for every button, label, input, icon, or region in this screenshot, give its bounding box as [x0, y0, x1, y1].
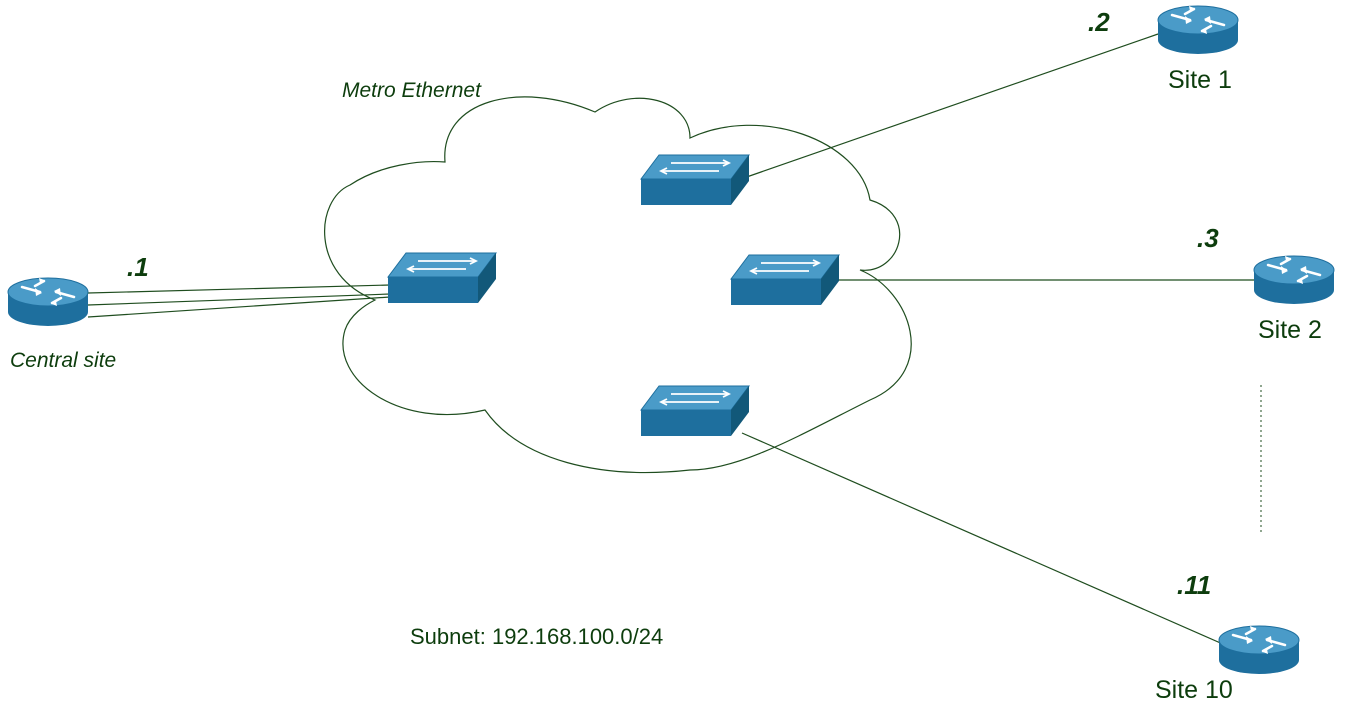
cloud-label: Metro Ethernet — [342, 79, 481, 102]
link-central-2 — [87, 293, 391, 306]
site2-label: Site 2 — [1258, 316, 1322, 344]
site10-label: Site 10 — [1155, 676, 1233, 704]
switch-icon-top — [640, 154, 750, 206]
switch-icon-left — [387, 252, 497, 304]
site1-label: Site 1 — [1168, 66, 1232, 94]
link-site1 — [737, 33, 1159, 181]
switch-icon-bottom — [640, 385, 750, 437]
central-address: .1 — [127, 252, 149, 282]
site1-address: .2 — [1088, 7, 1110, 37]
metro-ethernet-cloud — [324, 96, 912, 474]
central-site-label: Central site — [10, 349, 117, 372]
link-site10 — [741, 432, 1226, 646]
link-central-3 — [87, 296, 391, 318]
router-icon-central — [6, 276, 90, 328]
site10-address: .11 — [1177, 570, 1212, 600]
site2-address: .3 — [1197, 223, 1219, 253]
switch-icon-right — [730, 254, 840, 306]
router-icon-site2 — [1252, 254, 1336, 306]
subnet-label: Subnet: 192.168.100.0/24 — [410, 624, 664, 649]
router-icon-site10 — [1217, 624, 1301, 676]
router-icon-site1 — [1156, 4, 1240, 56]
link-central-1 — [87, 284, 391, 294]
